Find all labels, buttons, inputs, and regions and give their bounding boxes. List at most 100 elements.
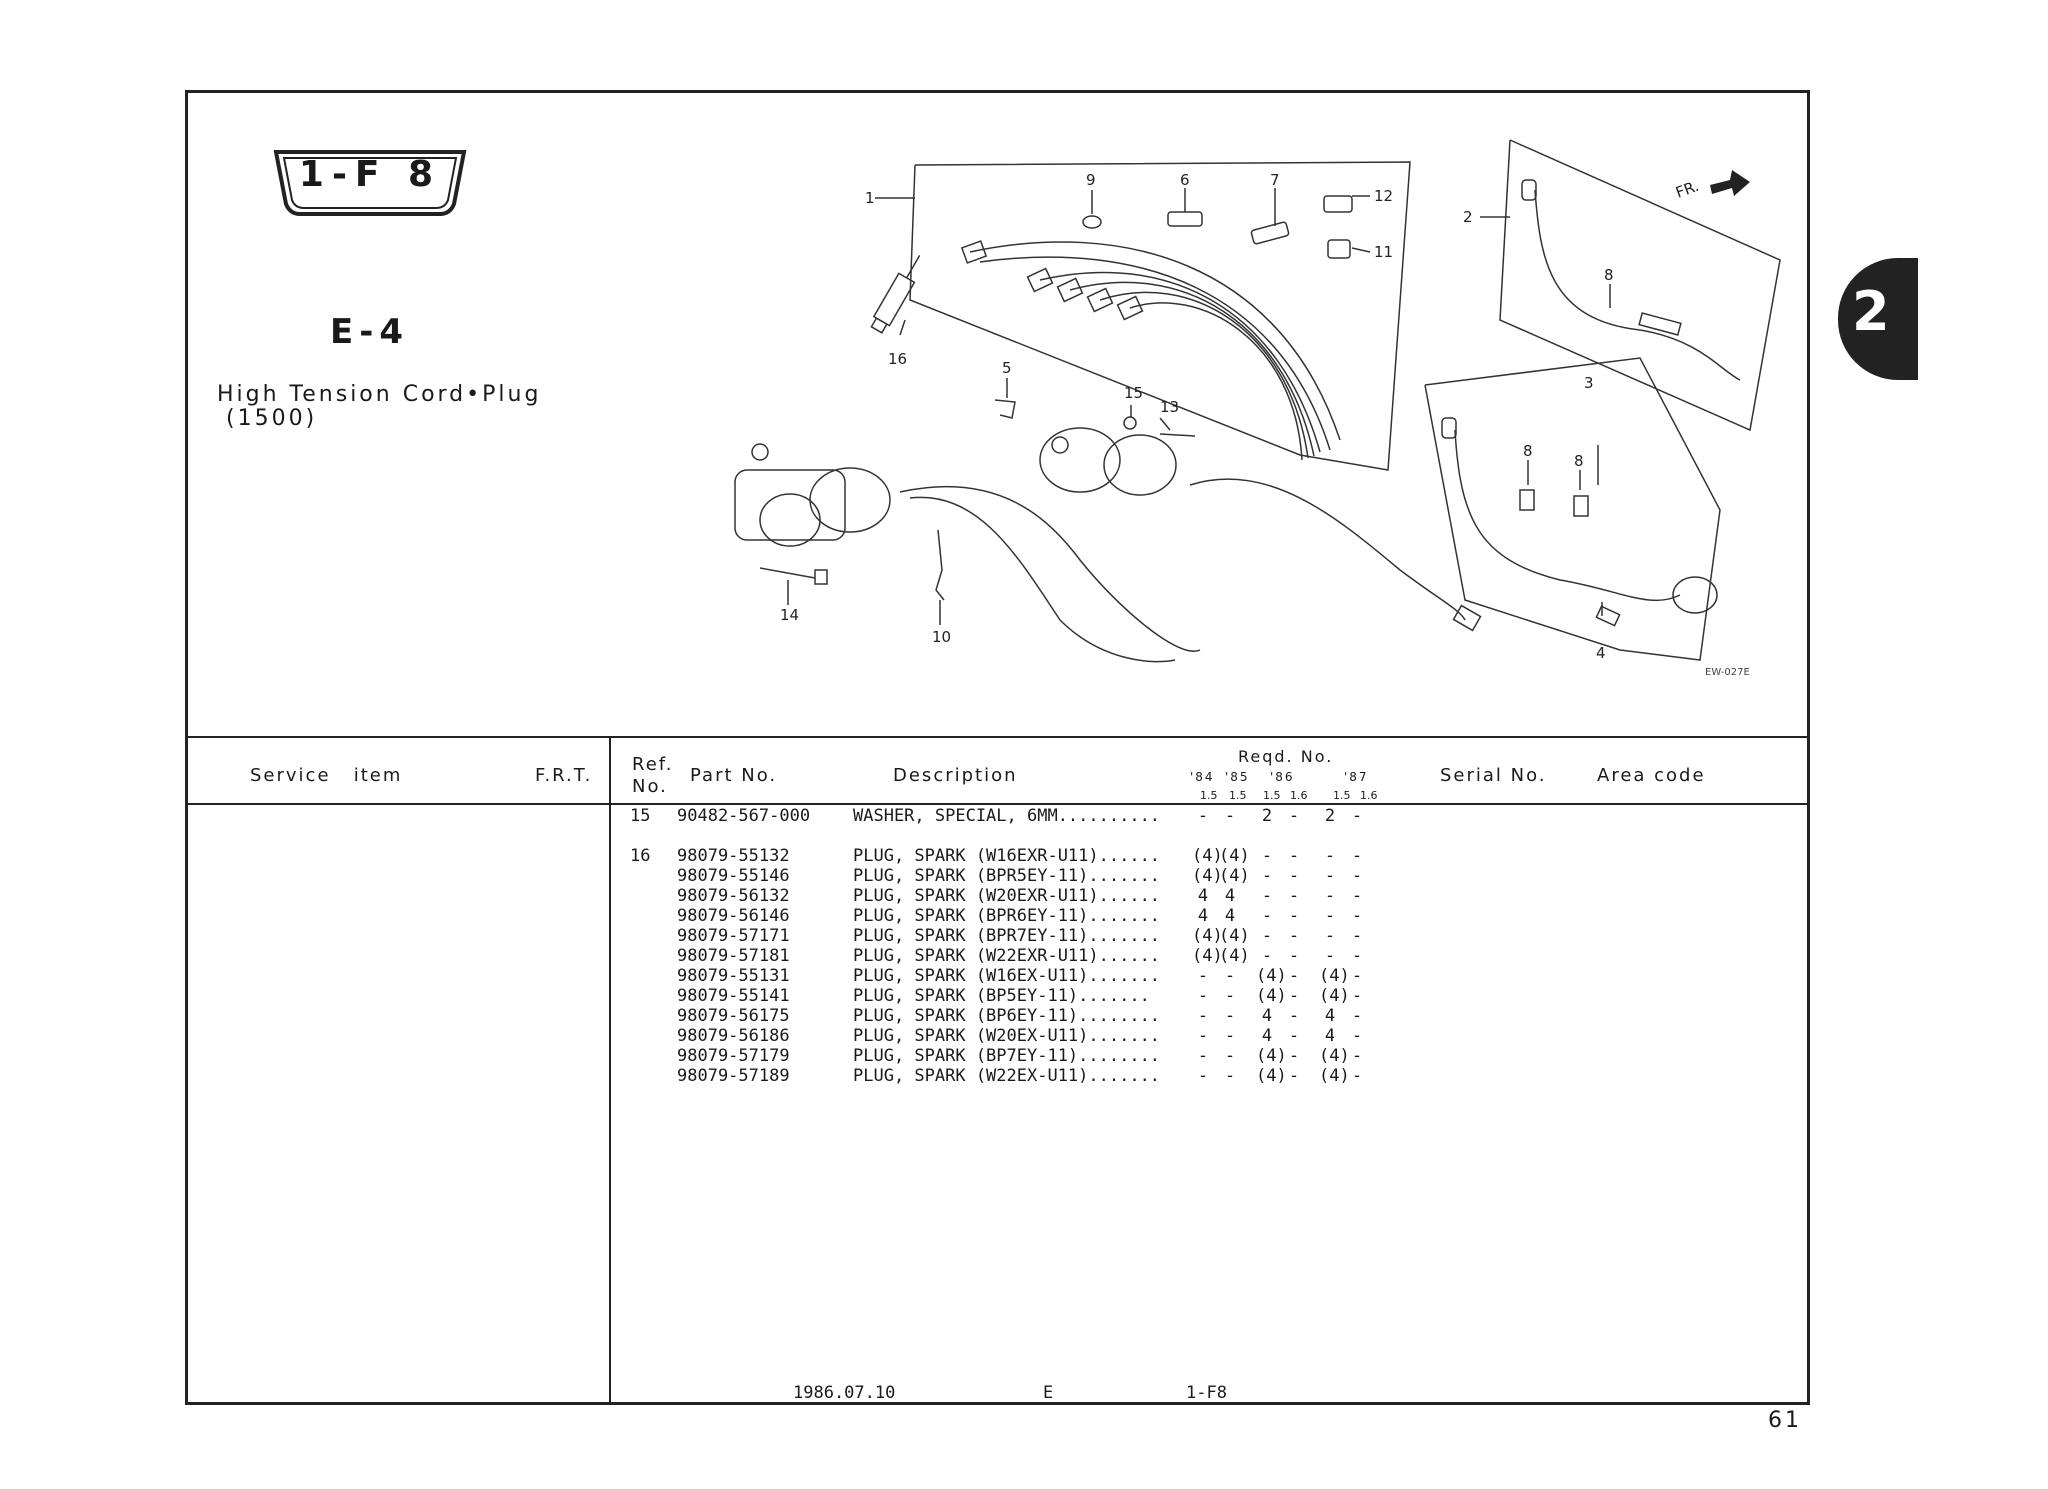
divider-service-column xyxy=(609,736,611,1405)
required-qty: - xyxy=(1197,1046,1209,1066)
required-qty: (4) xyxy=(1219,866,1250,886)
required-qty: (4) xyxy=(1219,926,1250,946)
header-sub-3: 1.5 xyxy=(1263,789,1281,802)
required-qty: - xyxy=(1324,906,1336,926)
required-qty: 2 xyxy=(1324,806,1336,826)
header-sub-5: 1.5 xyxy=(1333,789,1351,802)
required-qty: - xyxy=(1351,946,1363,966)
part-number: 98079-55131 xyxy=(677,966,790,986)
required-qty: - xyxy=(1197,966,1209,986)
divider-table-header xyxy=(185,803,1810,805)
callout-8a: 8 xyxy=(1604,266,1614,284)
group-code: E-4 xyxy=(330,312,409,352)
required-qty: - xyxy=(1224,1026,1236,1046)
page-subtitle: (1500) xyxy=(226,406,318,431)
cord-set-outline xyxy=(909,161,1411,471)
required-qty: - xyxy=(1288,906,1300,926)
required-qty: - xyxy=(1261,946,1273,966)
callout-16: 16 xyxy=(888,350,907,368)
callout-4: 4 xyxy=(1596,644,1606,662)
part-description: WASHER, SPECIAL, 6MM.......... xyxy=(853,806,1161,826)
parts-diagram: FR. 1 2 3 4 5 6 7 8 8 8 9 10 11 12 13 14… xyxy=(734,139,1781,678)
footer-code: 1-F8 xyxy=(1186,1383,1227,1403)
part-description: PLUG, SPARK (W22EX-U11)....... xyxy=(853,1066,1161,1086)
required-qty: - xyxy=(1224,1046,1236,1066)
part-number: 98079-55141 xyxy=(677,986,790,1006)
header-year-85: '85 xyxy=(1225,770,1250,784)
callout-10: 10 xyxy=(932,628,951,646)
required-qty: - xyxy=(1351,926,1363,946)
header-service-item: Service item xyxy=(250,765,403,786)
required-qty: 4 xyxy=(1197,886,1209,906)
required-qty: 4 xyxy=(1261,1026,1273,1046)
part-number: 98079-57189 xyxy=(677,1066,790,1086)
callout-15: 15 xyxy=(1124,384,1143,402)
callout-12: 12 xyxy=(1374,187,1393,205)
part-description: PLUG, SPARK (W20EXR-U11)...... xyxy=(853,886,1161,906)
required-qty: - xyxy=(1351,906,1363,926)
part-description: PLUG, SPARK (W22EXR-U11)...... xyxy=(853,946,1161,966)
part-number: 98079-57181 xyxy=(677,946,790,966)
required-qty: 4 xyxy=(1224,906,1236,926)
required-qty: 4 xyxy=(1224,886,1236,906)
header-year-86: '86 xyxy=(1270,770,1295,784)
required-qty: - xyxy=(1324,886,1336,906)
part-number: 98079-57171 xyxy=(677,926,790,946)
section-tab-number: 2 xyxy=(1852,280,1890,343)
required-qty: - xyxy=(1224,986,1236,1006)
part-description: PLUG, SPARK (W16EX-U11)....... xyxy=(853,966,1161,986)
page-number: 61 xyxy=(1768,1408,1802,1433)
part-number: 98079-56175 xyxy=(677,1006,790,1026)
section-tab: 2 xyxy=(1838,258,1918,380)
required-qty: - xyxy=(1261,906,1273,926)
required-qty: - xyxy=(1261,926,1273,946)
required-qty: - xyxy=(1351,1026,1363,1046)
part-number: 98079-56132 xyxy=(677,886,790,906)
required-qty: - xyxy=(1197,1006,1209,1026)
callout-8c: 8 xyxy=(1574,452,1584,470)
part-number: 98079-55132 xyxy=(677,846,790,866)
required-qty: (4) xyxy=(1319,1046,1350,1066)
part-description: PLUG, SPARK (BP5EY-11)....... xyxy=(853,986,1150,1006)
required-qty: - xyxy=(1288,866,1300,886)
header-frt: F.R.T. xyxy=(535,765,593,786)
required-qty: - xyxy=(1324,846,1336,866)
callout-5: 5 xyxy=(1002,359,1012,377)
required-qty: (4) xyxy=(1192,946,1223,966)
callout-3: 3 xyxy=(1584,374,1594,392)
header-sub-2: 1.5 xyxy=(1229,789,1247,802)
required-qty: - xyxy=(1288,926,1300,946)
part-description: PLUG, SPARK (BP7EY-11)........ xyxy=(853,1046,1161,1066)
required-qty: (4) xyxy=(1192,866,1223,886)
front-arrow-icon xyxy=(1710,170,1750,196)
required-qty: - xyxy=(1197,1026,1209,1046)
drawing-code: EW-027E xyxy=(1705,667,1750,678)
footer-area: E xyxy=(1043,1383,1054,1403)
part-description: PLUG, SPARK (BPR7EY-11)....... xyxy=(853,926,1161,946)
required-qty: (4) xyxy=(1319,986,1350,1006)
required-qty: - xyxy=(1288,1066,1300,1086)
required-qty: - xyxy=(1197,1066,1209,1086)
required-qty: - xyxy=(1261,866,1273,886)
required-qty: - xyxy=(1288,1026,1300,1046)
required-qty: - xyxy=(1288,966,1300,986)
callout-2: 2 xyxy=(1463,208,1473,226)
required-qty: (4) xyxy=(1256,986,1287,1006)
required-qty: - xyxy=(1351,986,1363,1006)
required-qty: - xyxy=(1351,806,1363,826)
callout-11: 11 xyxy=(1374,243,1393,261)
part-number: 98079-56186 xyxy=(677,1026,790,1046)
part-description: PLUG, SPARK (BPR6EY-11)....... xyxy=(853,906,1161,926)
required-qty: - xyxy=(1197,806,1209,826)
header-sub-6: 1.6 xyxy=(1360,789,1378,802)
required-qty: - xyxy=(1224,806,1236,826)
header-year-87: '87 xyxy=(1344,770,1369,784)
header-ref-1: Ref. xyxy=(632,754,674,775)
required-qty: (4) xyxy=(1256,1066,1287,1086)
required-qty: - xyxy=(1351,886,1363,906)
required-qty: - xyxy=(1288,946,1300,966)
ref-number: 15 xyxy=(630,806,651,826)
required-qty: - xyxy=(1288,886,1300,906)
header-area-code: Area code xyxy=(1597,765,1706,786)
required-qty: - xyxy=(1288,846,1300,866)
